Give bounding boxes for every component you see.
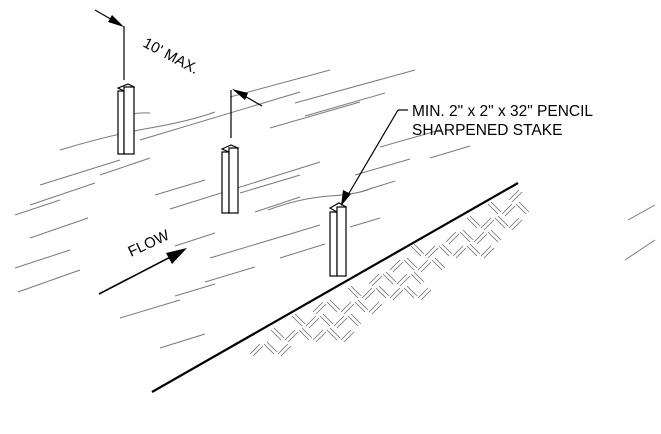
hatch-mark	[389, 259, 404, 273]
hatch-mark	[487, 229, 502, 243]
stake-1	[116, 83, 136, 155]
hatch-mark	[410, 271, 425, 285]
hatch-mark	[249, 343, 264, 357]
arrowhead-right	[232, 89, 248, 100]
hatch-mark	[382, 271, 397, 285]
hatch-mark	[291, 313, 306, 327]
hatch-mark	[347, 285, 362, 299]
hatch-mark	[361, 287, 376, 301]
flow-arrowhead	[166, 248, 187, 264]
bank-hatching	[249, 189, 530, 357]
hatch-mark	[487, 201, 502, 215]
hatch-mark	[333, 315, 348, 329]
hatch-mark	[312, 329, 327, 343]
hatch-mark	[340, 301, 355, 315]
hatch-mark	[494, 215, 509, 229]
hatch-mark	[326, 299, 341, 313]
hatch-mark	[389, 287, 404, 301]
hatch-mark	[298, 327, 313, 341]
flow-lines	[14, 69, 656, 349]
stake-spec-line-2: SHARPENED STAKE	[412, 122, 562, 139]
hatch-mark	[410, 243, 425, 257]
hatch-mark	[473, 231, 488, 245]
stake-callout: MIN. 2" x 2" x 32" PENCIL SHARPENED STAK…	[341, 103, 593, 206]
stake-2	[220, 144, 240, 214]
arrowhead-left	[108, 15, 124, 27]
hatch-mark	[354, 299, 369, 313]
hatch-mark	[459, 229, 474, 243]
hatch-mark	[417, 259, 432, 273]
hatch-mark	[368, 301, 383, 315]
hatch-mark	[270, 327, 285, 341]
hatch-mark	[445, 231, 460, 245]
hatch-mark	[277, 343, 292, 357]
leader-line	[344, 109, 399, 201]
hatch-mark	[347, 313, 362, 327]
hatch-mark	[452, 245, 467, 259]
hatch-mark	[340, 329, 355, 343]
hatch-mark	[305, 315, 320, 329]
bank-line	[151, 182, 519, 393]
hatch-mark	[466, 243, 481, 257]
hatch-mark	[466, 215, 481, 229]
hatch-mark	[396, 273, 411, 287]
hatch-mark	[417, 287, 432, 301]
hatch-mark	[319, 313, 334, 327]
stake-spec-line-1: MIN. 2" x 2" x 32" PENCIL	[412, 103, 593, 120]
hatch-mark	[508, 189, 523, 203]
hatch-mark	[375, 285, 390, 299]
hatch-mark	[501, 203, 516, 217]
hatch-mark	[480, 245, 495, 259]
hatch-mark	[424, 245, 439, 259]
hatch-mark	[403, 257, 418, 271]
hatch-mark	[438, 243, 453, 257]
hatch-mark	[480, 217, 495, 231]
hatch-mark	[263, 341, 278, 355]
hatch-mark	[515, 201, 530, 215]
stake-3	[328, 202, 348, 277]
hatch-mark	[368, 273, 383, 287]
flow-label: FLOW	[126, 227, 173, 261]
hatch-mark	[284, 329, 299, 343]
hatch-mark	[403, 285, 418, 299]
leader-arrowhead	[341, 190, 351, 206]
flow-indicator: FLOW	[98, 227, 187, 295]
spacing-label: 10' MAX.	[140, 35, 201, 78]
flow-arrow-shaft	[98, 251, 181, 295]
hatch-mark	[326, 327, 341, 341]
hatch-mark	[312, 301, 327, 315]
hatch-mark	[508, 217, 523, 231]
hatch-mark	[431, 257, 446, 271]
